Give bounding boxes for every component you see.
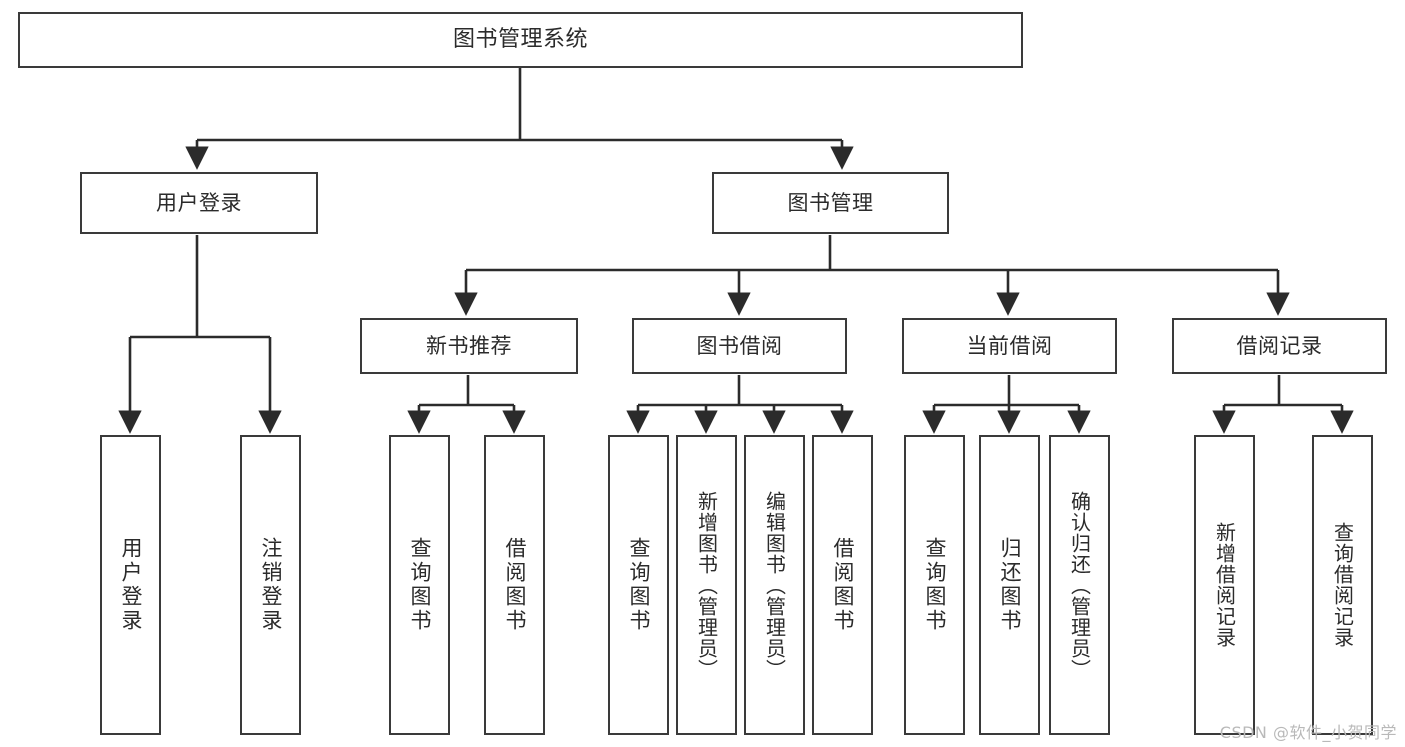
node-leaf-borrow-book-2[interactable]: 借阅图书 <box>812 435 873 735</box>
node-leaf-query-book-1[interactable]: 查询图书 <box>389 435 450 735</box>
node-leaf-return-book-label: 归还图书 <box>998 537 1022 633</box>
node-borrow-record[interactable]: 借阅记录 <box>1172 318 1387 374</box>
node-user-login[interactable]: 用户登录 <box>80 172 318 234</box>
node-leaf-user-logout[interactable]: 注销登录 <box>240 435 301 735</box>
node-leaf-borrow-book-2-label: 借阅图书 <box>831 537 855 633</box>
node-user-login-label: 用户登录 <box>156 190 242 215</box>
node-leaf-query-record-label: 查询借阅记录 <box>1330 522 1355 648</box>
node-root-label: 图书管理系统 <box>452 27 588 53</box>
node-leaf-confirm-return[interactable]: 确认归还（管理员） <box>1049 435 1110 735</box>
node-leaf-borrow-book-1-label: 借阅图书 <box>503 537 527 633</box>
node-book-manage[interactable]: 图书管理 <box>712 172 949 234</box>
node-new-book-rec[interactable]: 新书推荐 <box>360 318 578 374</box>
node-leaf-query-book-2[interactable]: 查询图书 <box>608 435 669 735</box>
node-leaf-add-record-label: 新增借阅记录 <box>1212 522 1237 648</box>
node-leaf-edit-book-label: 编辑图书（管理员） <box>762 490 787 680</box>
node-new-book-rec-label: 新书推荐 <box>426 333 512 358</box>
node-leaf-query-book-3[interactable]: 查询图书 <box>904 435 965 735</box>
node-leaf-query-book-3-label: 查询图书 <box>923 537 947 633</box>
node-current-borrow-label: 当前借阅 <box>966 333 1053 358</box>
node-book-manage-label: 图书管理 <box>787 190 874 215</box>
node-leaf-query-book-2-label: 查询图书 <box>627 537 651 633</box>
node-leaf-borrow-book-1[interactable]: 借阅图书 <box>484 435 545 735</box>
node-leaf-edit-book[interactable]: 编辑图书（管理员） <box>744 435 805 735</box>
node-book-borrow[interactable]: 图书借阅 <box>632 318 847 374</box>
node-leaf-user-logout-label: 注销登录 <box>259 537 283 633</box>
node-current-borrow[interactable]: 当前借阅 <box>902 318 1117 374</box>
node-leaf-add-record[interactable]: 新增借阅记录 <box>1194 435 1255 735</box>
watermark-text: CSDN @软件_小贺同学 <box>1219 723 1397 742</box>
node-leaf-add-book-label: 新增图书（管理员） <box>694 490 719 680</box>
node-leaf-query-book-1-label: 查询图书 <box>408 537 432 633</box>
node-leaf-query-record[interactable]: 查询借阅记录 <box>1312 435 1373 735</box>
node-leaf-user-login[interactable]: 用户登录 <box>100 435 161 735</box>
node-root[interactable]: 图书管理系统 <box>18 12 1023 68</box>
node-leaf-confirm-return-label: 确认归还（管理员） <box>1067 490 1092 680</box>
node-leaf-add-book[interactable]: 新增图书（管理员） <box>676 435 737 735</box>
node-leaf-return-book[interactable]: 归还图书 <box>979 435 1040 735</box>
node-borrow-record-label: 借阅记录 <box>1236 333 1323 358</box>
node-leaf-user-login-label: 用户登录 <box>119 537 143 633</box>
node-book-borrow-label: 图书借阅 <box>696 333 783 358</box>
